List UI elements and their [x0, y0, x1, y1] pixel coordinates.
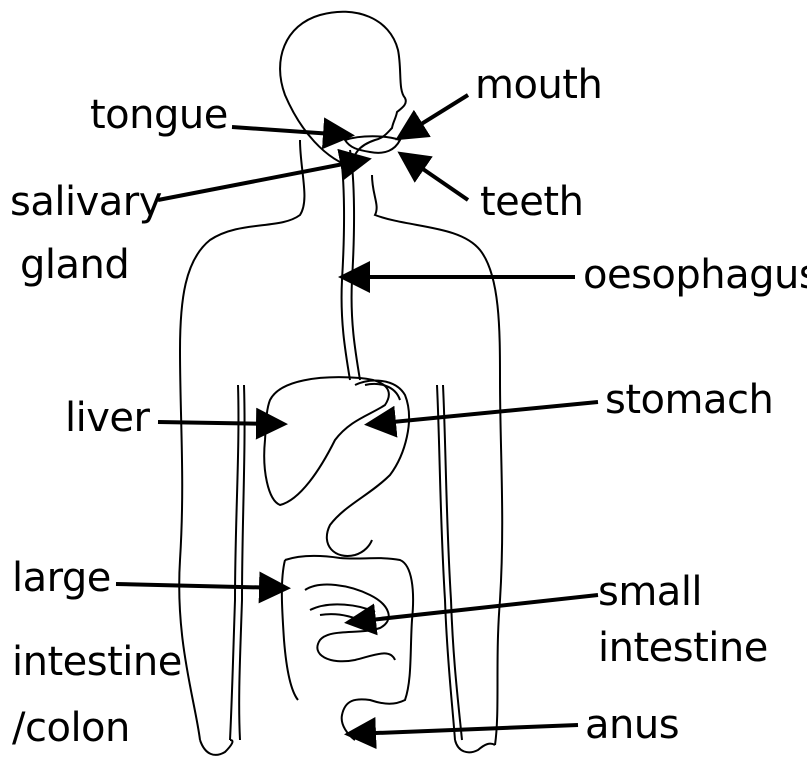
label-anus: anus	[585, 705, 679, 745]
label-stomach: stomach	[605, 380, 773, 420]
liver-shape	[264, 377, 389, 505]
small-intestine-arrow	[352, 595, 598, 622]
oesophagus-tube	[340, 150, 360, 380]
label-mouth: mouth	[475, 65, 602, 105]
mouth-cavity	[345, 136, 400, 153]
left-hand	[200, 740, 232, 755]
stomach-arrow	[372, 402, 598, 424]
left-arm-inner	[230, 385, 238, 740]
teeth-arrow	[404, 156, 468, 200]
right-arm-inner	[437, 385, 455, 740]
label-small: small	[598, 572, 702, 612]
label-colon: /colon	[12, 708, 130, 748]
right-arm-outer	[443, 385, 462, 740]
anus-arrow	[352, 725, 578, 734]
label-gland: gland	[20, 245, 129, 285]
stomach-shape	[327, 381, 409, 556]
label-large: large	[12, 558, 111, 598]
head-outline	[280, 12, 406, 168]
label-large-intestine: intestine	[12, 642, 182, 682]
label-salivary: salivary	[10, 182, 162, 222]
liver-arrow	[158, 422, 280, 424]
right-hand	[455, 740, 495, 752]
small-intestine-shape	[305, 585, 395, 662]
salivary-arrow	[158, 160, 364, 200]
label-teeth: teeth	[480, 182, 583, 222]
label-oesophagus: oesophagus	[583, 255, 807, 295]
label-small-intestine: intestine	[598, 628, 768, 668]
label-tongue: tongue	[90, 95, 228, 135]
large-intestine-arrow	[116, 584, 283, 588]
mouth-arrow	[402, 95, 468, 136]
tongue-arrow	[232, 127, 347, 135]
left-arm-outer	[239, 385, 244, 740]
neck-right	[372, 175, 502, 745]
organs	[264, 150, 413, 740]
large-intestine-shape	[282, 556, 413, 740]
label-liver: liver	[65, 398, 149, 438]
